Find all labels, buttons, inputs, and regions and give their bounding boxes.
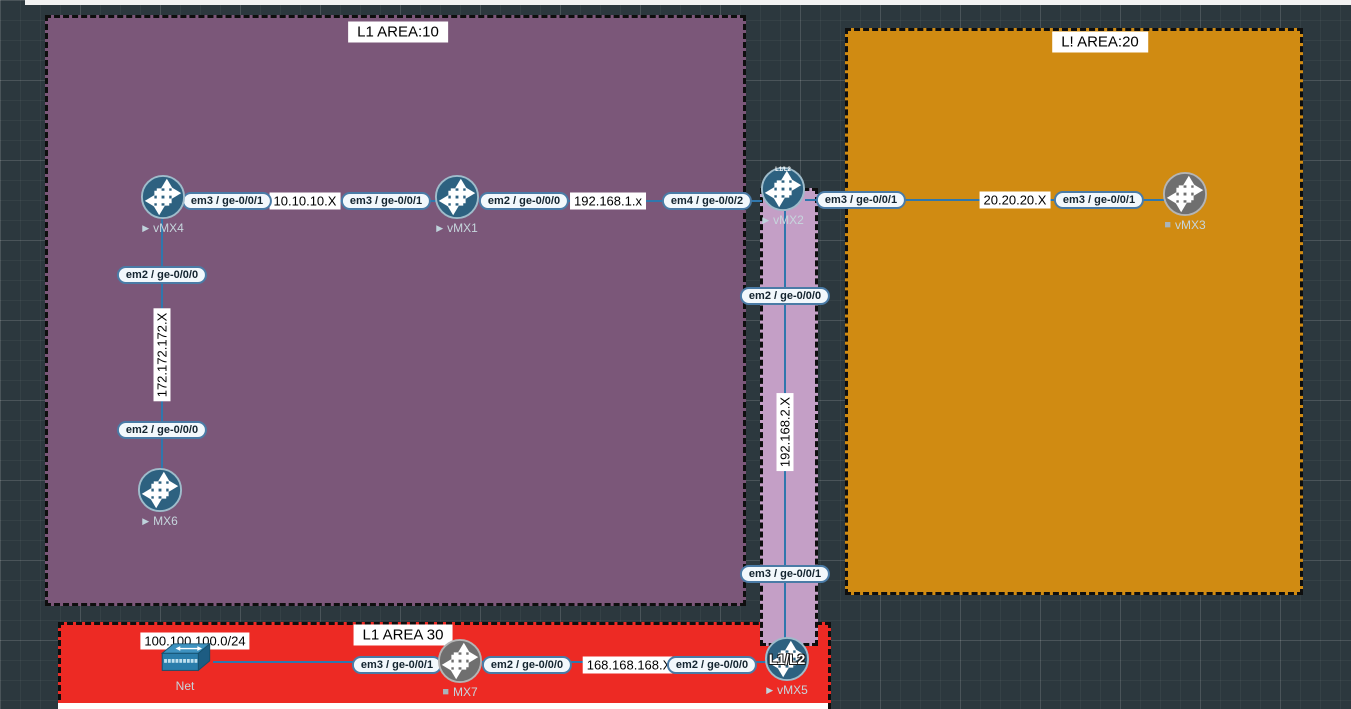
node-name-label: ▶vMX5 (766, 683, 808, 697)
node-name: vMX2 (773, 213, 804, 227)
running-icon: ▶ (766, 684, 774, 695)
network-label[interactable]: 168.168.168.X (582, 656, 676, 674)
window-bottom-edge (58, 703, 828, 709)
node-name: vMX4 (153, 221, 184, 235)
network-label[interactable]: 172.172.172.X (153, 308, 171, 402)
interface-label: em3 / ge-0/0/1 (815, 191, 907, 209)
node-name: vMX1 (447, 221, 478, 235)
router-icon (140, 174, 186, 220)
interface-label: em4 / ge-0/0/2 (661, 192, 753, 210)
interface-label: em3 / ge-0/0/1 (351, 656, 443, 674)
network-label[interactable]: 20.20.20.X (979, 191, 1051, 209)
node-name: MX7 (452, 685, 478, 699)
interface-label: em2 / ge-0/0/0 (666, 656, 758, 674)
node-top-label: L1/L2 (775, 167, 791, 173)
node-name-label: ▶vMX2 (762, 213, 804, 227)
stopped-icon: ■ (1164, 219, 1171, 231)
node-name-label: ▶vMX1 (436, 221, 478, 235)
router-icon (1162, 171, 1208, 217)
node-name-label: ■vMX3 (1164, 218, 1205, 232)
area-title[interactable]: L1 AREA:10 (348, 21, 448, 43)
node-center-label: L1/L2 (768, 651, 806, 667)
network-label[interactable]: 10.10.10.X (269, 192, 341, 210)
node-vmx5[interactable]: L1/L2 ▶vMX5 (764, 636, 810, 697)
interface-label: em3 / ge-0/0/1 (181, 192, 273, 210)
node-name-label: ▶vMX4 (142, 221, 184, 235)
interface-label: em2 / ge-0/0/0 (481, 656, 573, 674)
interface-label: em3 / ge-0/0/1 (340, 192, 432, 210)
node-vmx3[interactable]: ■vMX3 (1162, 171, 1208, 232)
node-name: vMX3 (1174, 218, 1206, 232)
interface-label: em3 / ge-0/0/1 (1053, 191, 1145, 209)
window-top-edge (25, 0, 1351, 5)
interface-label: em2 / ge-0/0/0 (478, 192, 570, 210)
network-label[interactable]: 192.168.2.X (776, 392, 794, 472)
node-mx7[interactable]: ■MX7 (437, 638, 483, 699)
switch-icon (160, 642, 212, 672)
router-icon (437, 638, 483, 684)
area-title[interactable]: L1 AREA 30 (353, 624, 453, 646)
area-l1-area-20[interactable] (845, 28, 1303, 595)
running-icon: ▶ (436, 222, 444, 233)
node-mx6[interactable]: ▶MX6 (137, 467, 183, 528)
node-vmx4[interactable]: ▶vMX4 (140, 174, 186, 235)
router-icon (137, 467, 183, 513)
node-name-label: ▶MX6 (142, 514, 178, 528)
router-icon (434, 174, 480, 220)
node-net[interactable]: Net (156, 640, 214, 693)
area-title[interactable]: L! AREA:20 (1052, 31, 1148, 53)
network-label[interactable]: 192.168.1.x (570, 192, 646, 210)
node-name-label: Net (176, 679, 195, 693)
node-name-label: ■MX7 (442, 685, 477, 699)
router-icon (760, 166, 806, 212)
running-icon: ▶ (762, 214, 770, 225)
node-vmx1[interactable]: ▶vMX1 (434, 174, 480, 235)
node-name: MX6 (153, 514, 178, 528)
node-vmx2[interactable]: L1/L2 ▶vMX2 (760, 166, 806, 227)
interface-label: em2 / ge-0/0/0 (739, 287, 831, 305)
node-name: Net (175, 679, 195, 693)
network-label[interactable]: 100.100.100.0/24 (140, 632, 250, 650)
interface-label: em2 / ge-0/0/0 (116, 266, 208, 284)
router-icon (764, 636, 810, 682)
stopped-icon: ■ (442, 686, 449, 698)
node-name: vMX5 (777, 683, 808, 697)
interface-label: em3 / ge-0/0/1 (739, 565, 831, 583)
running-icon: ▶ (142, 515, 150, 526)
interface-label: em2 / ge-0/0/0 (116, 421, 208, 439)
running-icon: ▶ (142, 222, 150, 233)
